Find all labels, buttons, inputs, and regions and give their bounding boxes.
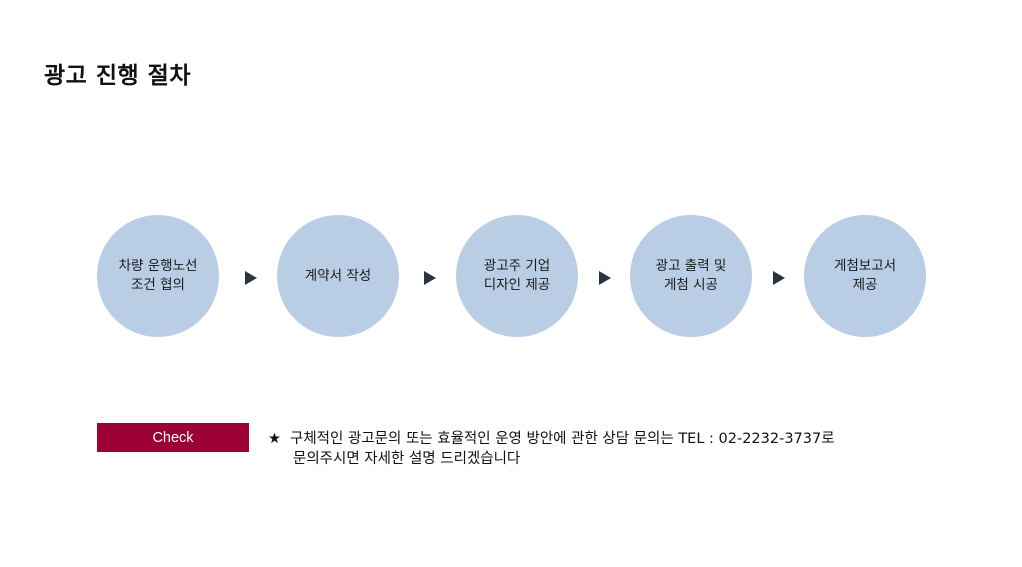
step-5-circle: 게첨보고서 제공 (804, 215, 926, 337)
step-4-label-line2: 게첨 시공 (664, 277, 718, 293)
step-3-label-line2: 디자인 제공 (483, 277, 551, 293)
arrow-right-icon (424, 271, 436, 285)
arrow-right-icon (245, 271, 257, 285)
step-3-label-line1: 광고주 기업 (483, 258, 551, 274)
star-icon: ★ (268, 431, 281, 447)
step-4-circle: 광고 출력 및 게첨 시공 (630, 215, 752, 337)
contact-note-line2: 문의주시면 자세한 설명 드리겠습니다 (268, 449, 835, 469)
check-badge: Check (97, 423, 249, 452)
contact-note: ★ 구체적인 광고문의 또는 효율적인 운영 방안에 관한 상담 문의는 TEL … (268, 429, 835, 469)
step-5-label-line1: 게첨보고서 (833, 258, 897, 274)
step-1-label-line2: 조건 협의 (131, 277, 185, 293)
page-title: 광고 진행 절차 (44, 63, 191, 89)
step-2-label-line1: 계약서 작성 (304, 267, 372, 284)
step-2-circle: 계약서 작성 (277, 215, 399, 337)
arrow-right-icon (599, 271, 611, 285)
contact-note-text1: 구체적인 광고문의 또는 효율적인 운영 방안에 관한 상담 문의는 TEL :… (290, 431, 835, 447)
step-1-label-line1: 차량 운행노선 (118, 258, 198, 274)
contact-note-text2: 문의주시면 자세한 설명 드리겠습니다 (293, 451, 521, 467)
step-3-circle: 광고주 기업 디자인 제공 (456, 215, 578, 337)
contact-note-line1: ★ 구체적인 광고문의 또는 효율적인 운영 방안에 관한 상담 문의는 TEL … (268, 429, 835, 449)
step-4-label-line1: 광고 출력 및 (655, 258, 727, 274)
step-5-label-line2: 제공 (852, 277, 878, 293)
step-1-circle: 차량 운행노선 조건 협의 (97, 215, 219, 337)
arrow-right-icon (773, 271, 785, 285)
